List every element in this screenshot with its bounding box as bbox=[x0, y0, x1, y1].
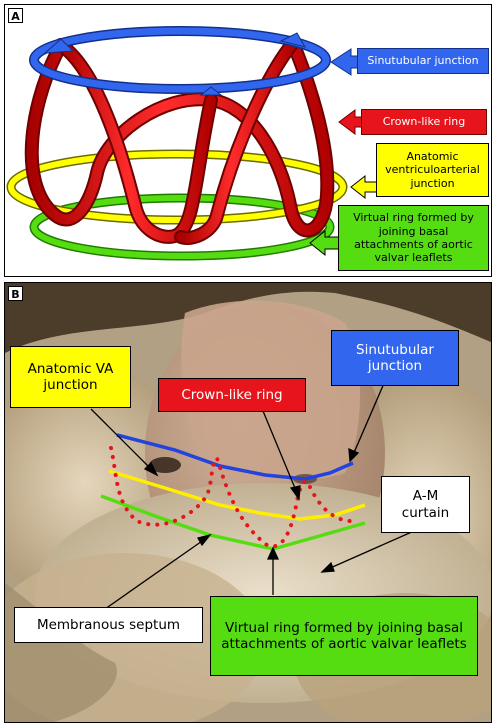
crown-ring-shape bbox=[24, 36, 335, 245]
label-virtual-ring-a: Virtual ring formed by joining basal att… bbox=[338, 205, 489, 271]
label-sinutubular-b: Sinutubular junction bbox=[331, 330, 459, 386]
aortic-root-schematic bbox=[6, 26, 380, 261]
virtual-ring-line bbox=[100, 494, 366, 551]
label-am-curtain-b: A-M curtain bbox=[381, 476, 470, 533]
anatomic-va-line bbox=[108, 469, 366, 521]
sinutubular-line bbox=[116, 433, 354, 481]
panel-a-label: A bbox=[8, 8, 23, 23]
label-membranous-b: Membranous septum bbox=[14, 607, 203, 643]
panel-b: B bbox=[4, 282, 492, 723]
label-crown-a: Crown-like ring bbox=[361, 109, 487, 135]
label-anatomic-va-b: Anatomic VA junction bbox=[10, 346, 131, 408]
annotation-arrows bbox=[90, 380, 424, 610]
crown-arrow bbox=[338, 109, 364, 135]
label-crown-b: Crown-like ring bbox=[158, 378, 306, 412]
panel-b-label: B bbox=[8, 286, 23, 301]
anatomic-va-arrow bbox=[350, 174, 380, 200]
label-virtual-ring-b: Virtual ring formed by joining basal att… bbox=[210, 596, 478, 676]
anatomic-va-ring-shape bbox=[6, 149, 348, 225]
label-sinutubular-a: Sinutubular junction bbox=[357, 48, 489, 74]
label-anatomic-va-a: Anatomic ventriculoarterial junction bbox=[376, 143, 489, 197]
virtual-ring-shape bbox=[29, 193, 335, 261]
sinutubular-ring-shape bbox=[29, 26, 331, 96]
crown-line bbox=[109, 446, 359, 549]
panel-a: A bbox=[4, 4, 492, 277]
